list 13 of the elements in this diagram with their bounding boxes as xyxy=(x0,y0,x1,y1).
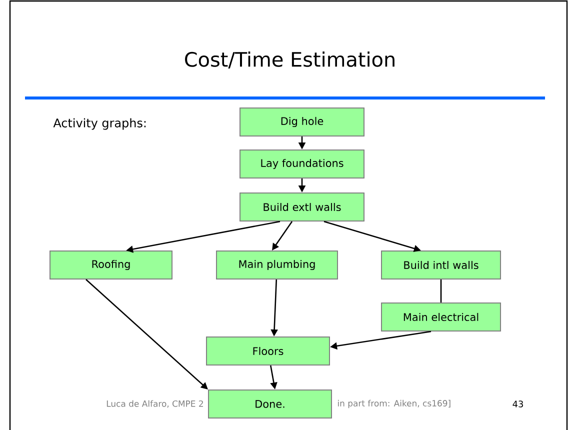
activity-box: Dig hole xyxy=(240,108,364,136)
page-number: 43 xyxy=(512,400,523,408)
activity-box: Done. xyxy=(208,390,332,418)
activity-box: Main electrical xyxy=(381,302,501,332)
activity-box: Main plumbing xyxy=(216,250,338,280)
activity-box: Build intl walls xyxy=(381,250,501,280)
activity-box: Build extl walls xyxy=(240,192,364,222)
activity-box: Floors xyxy=(206,336,330,366)
arrow xyxy=(86,279,208,390)
activity-box: Roofing xyxy=(50,250,172,280)
slide-title: Cost/Time Estimation xyxy=(185,52,394,68)
activity-box: Lay foundations xyxy=(240,150,364,178)
label: Activity graphs: xyxy=(53,118,146,130)
